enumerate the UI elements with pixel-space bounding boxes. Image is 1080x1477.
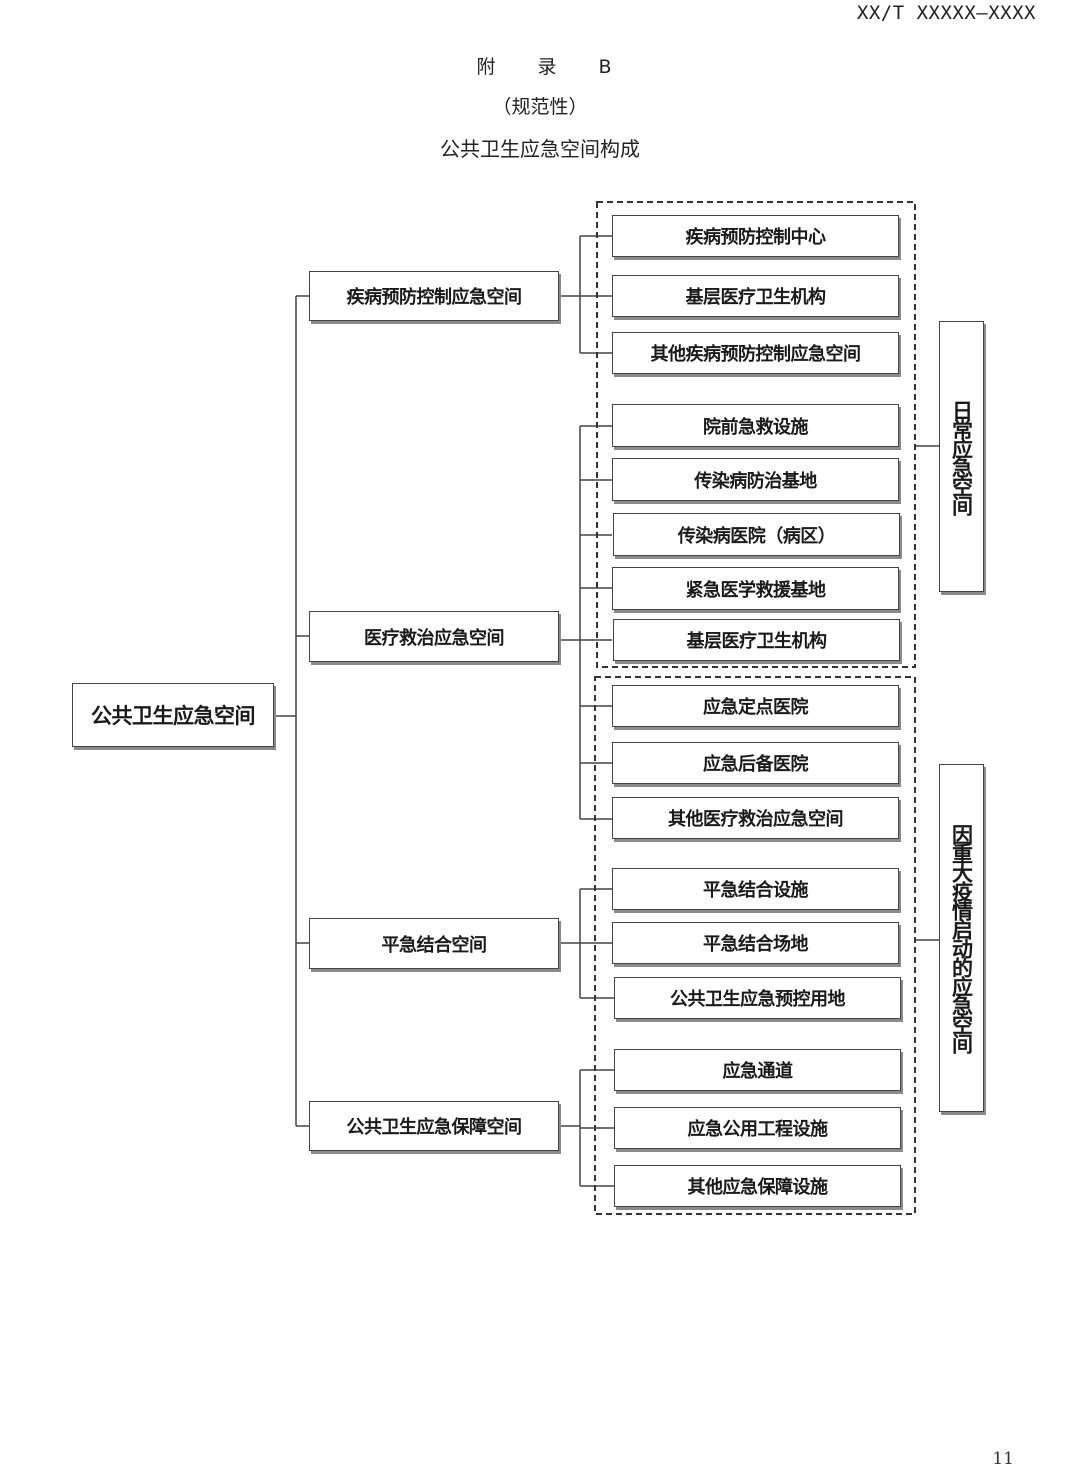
item-primary-care-2: 基层医疗卫生机构 (613, 619, 900, 661)
category-support: 公共卫生应急保障空间 (309, 1101, 559, 1151)
item-reserved-land: 公共卫生应急预控用地 (614, 977, 901, 1019)
item-dual-use-site: 平急结合场地 (612, 922, 899, 964)
item-medical-rescue-base: 紧急医学救援基地 (612, 567, 899, 610)
group-epidemic-emergency: 因重大疫情启动的应急空间 (939, 764, 984, 1112)
item-cdc-center: 疾病预防控制中心 (612, 215, 899, 257)
item-designated-hospital: 应急定点医院 (612, 685, 899, 727)
item-dual-use-facility: 平急结合设施 (612, 868, 899, 910)
item-primary-care-1: 基层医疗卫生机构 (612, 275, 899, 317)
document-code: XX/T XXXXX—XXXX (856, 2, 1036, 24)
item-other-disease-control: 其他疾病预防控制应急空间 (612, 332, 899, 374)
group-daily-emergency: 日常应急空间 (939, 321, 984, 592)
group-boundary-epidemic (594, 676, 916, 1215)
item-public-utility: 应急公用工程设施 (614, 1107, 901, 1149)
item-prehospital-emergency: 院前急救设施 (612, 404, 899, 447)
item-infectious-base: 传染病防治基地 (612, 458, 899, 501)
item-other-medical: 其他医疗救治应急空间 (612, 797, 899, 839)
group-boundary-daily (596, 201, 916, 668)
category-disease-control: 疾病预防控制应急空间 (309, 271, 559, 321)
category-peacetime-emergency: 平急结合空间 (309, 918, 559, 969)
item-infectious-hospital: 传染病医院（病区） (613, 513, 900, 556)
appendix-type: （规范性） (492, 96, 588, 118)
item-emergency-access: 应急通道 (614, 1049, 901, 1091)
diagram-title: 公共卫生应急空间构成 (440, 137, 640, 161)
item-other-support: 其他应急保障设施 (614, 1165, 901, 1207)
item-backup-hospital: 应急后备医院 (612, 742, 899, 784)
root-node: 公共卫生应急空间 (72, 683, 274, 747)
appendix-label: 附 录 B (476, 56, 630, 78)
category-medical-treatment: 医疗救治应急空间 (309, 611, 559, 662)
page-number: 11 (992, 1449, 1014, 1469)
